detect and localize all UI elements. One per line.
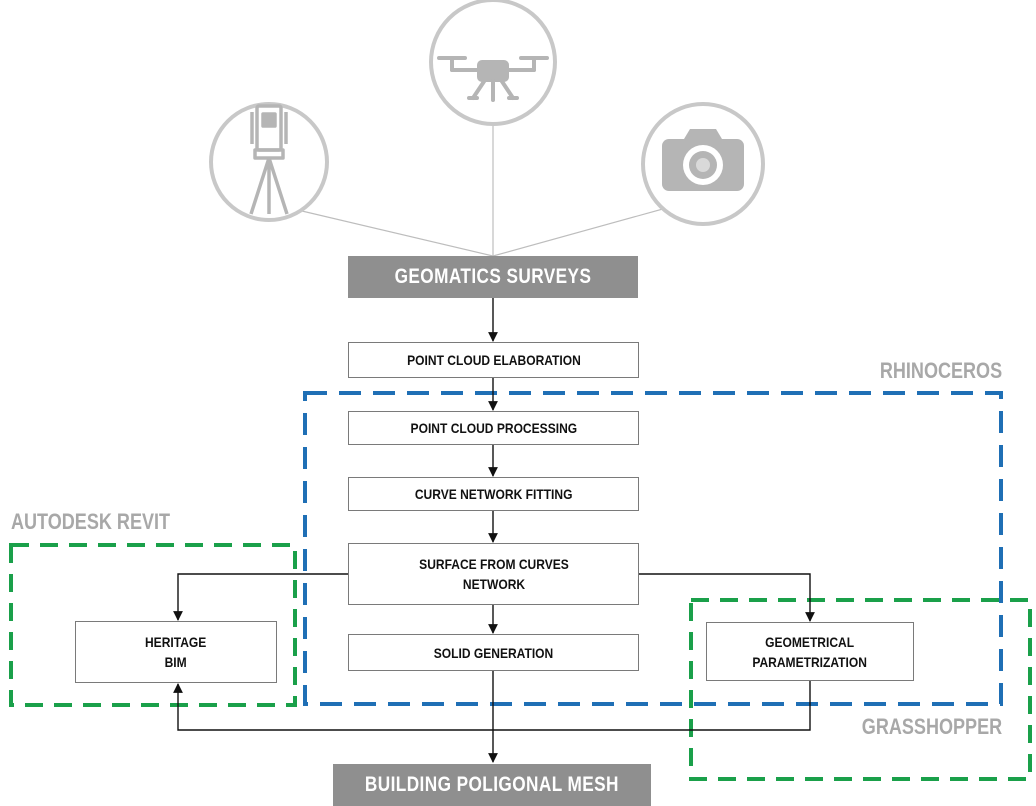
geometrical-parametrization-label: GEOMETRICAL PARAMETRIZATION (752, 633, 868, 670)
node-point-cloud-elaboration: POINT CLOUD ELABORATION (348, 342, 639, 378)
region-autodesk-revit (9, 543, 297, 707)
rhinoceros-label-text: RHINOCEROS (879, 358, 1002, 383)
rhinoceros-region-label: RHINOCEROS (853, 358, 1002, 384)
autodesk-revit-label-text: AUTODESK REVIT (11, 509, 171, 534)
drone-icon (437, 56, 549, 102)
node-geometrical-parametrization: GEOMETRICAL PARAMETRIZATION (706, 622, 914, 681)
survey-line-camera (492, 206, 671, 257)
total-station-circle (209, 102, 329, 222)
drone-circle (429, 0, 557, 126)
point-cloud-processing-label: POINT CLOUD PROCESSING (410, 420, 577, 436)
geomatics-surveys-label: GEOMATICS SURVEYS (394, 265, 592, 288)
arrow-parametrization-to-heritage-bim (173, 681, 811, 731)
grasshopper-region-label: GRASSHOPPER (831, 714, 1002, 740)
survey-line-total-station (267, 202, 494, 257)
node-heritage-bim: HERITAGE BIM (75, 621, 277, 683)
heritage-bim-label: HERITAGE BIM (145, 634, 207, 670)
node-surface-from-curves: SURFACE FROM CURVES NETWORK (348, 543, 639, 605)
camera-circle (641, 102, 765, 226)
solid-generation-label: SOLID GENERATION (433, 644, 554, 661)
building-mesh-label: BUILDING POLIGONAL MESH (364, 773, 620, 796)
camera-icon (662, 129, 744, 191)
building-mesh-banner: BUILDING POLIGONAL MESH (333, 764, 651, 806)
arrow-surface-to-parametrization (639, 573, 815, 622)
node-point-cloud-processing: POINT CLOUD PROCESSING (348, 411, 639, 445)
surface-from-curves-label: SURFACE FROM CURVES NETWORK (418, 556, 569, 592)
arrow-surface-to-heritage-bim (173, 573, 348, 621)
total-station-icon (249, 104, 289, 215)
autodesk-revit-region-label: AUTODESK REVIT (11, 509, 205, 535)
grasshopper-label-text: GRASSHOPPER (861, 714, 1002, 739)
node-solid-generation: SOLID GENERATION (348, 634, 639, 671)
node-curve-network-fitting: CURVE NETWORK FITTING (348, 477, 639, 511)
point-cloud-elaboration-label: POINT CLOUD ELABORATION (406, 352, 581, 368)
geomatics-surveys-banner: GEOMATICS SURVEYS (348, 256, 638, 298)
curve-network-fitting-label: CURVE NETWORK FITTING (414, 486, 573, 502)
region-rhinoceros (303, 391, 1003, 706)
